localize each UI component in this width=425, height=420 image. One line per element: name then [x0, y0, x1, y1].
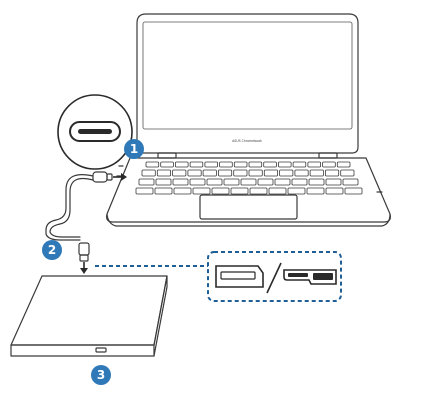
keyboard-key — [309, 169, 324, 177]
keyboard-key — [257, 178, 274, 186]
keyboard-key — [135, 187, 154, 195]
keyboard-key — [307, 161, 321, 168]
drive-front — [10, 344, 155, 357]
keyboard-key — [263, 169, 278, 177]
keyboard-key — [263, 161, 277, 168]
svg-text:3: 3 — [97, 368, 105, 382]
cable-wire-a — [45, 174, 94, 241]
keyboard-key — [230, 187, 249, 195]
callout-box — [207, 251, 342, 302]
laptop-base-front — [106, 213, 391, 227]
keyboard-key — [211, 187, 230, 195]
micro-usb-port-slot-a — [288, 273, 308, 277]
keyboard-key — [292, 161, 307, 168]
keyboard-key — [192, 187, 211, 195]
keyboard-key — [340, 169, 355, 177]
step-badge-1: 1 — [124, 139, 144, 159]
keyboard-key — [206, 178, 223, 186]
keyboard-key — [291, 178, 308, 186]
keyboard-key — [294, 169, 309, 177]
keyboard-key — [141, 169, 156, 177]
keyboard-key — [287, 187, 306, 195]
keyboard-key — [156, 169, 172, 177]
keyboard-key — [217, 169, 233, 177]
keyboard — [135, 161, 363, 195]
drive-eject-button — [95, 347, 107, 353]
keyboard-key — [324, 169, 340, 177]
keyboard-key — [274, 178, 291, 186]
hinge-left — [157, 152, 177, 159]
keyboard-key — [233, 169, 248, 177]
cable-connector-micro — [78, 242, 90, 256]
usb-a-port-tongue — [220, 271, 256, 280]
keyboard-key — [160, 161, 174, 168]
step-badge-3: 3 — [91, 365, 111, 385]
svg-text:2: 2 — [48, 243, 56, 257]
drive-top — [10, 275, 168, 346]
hinge-right — [318, 152, 338, 159]
keyboard-key — [233, 161, 248, 168]
keyboard-key — [145, 161, 160, 168]
keyboard-key — [279, 169, 294, 177]
keyboard-key — [325, 178, 342, 186]
usb-cable — [45, 171, 113, 262]
keyboard-key — [277, 161, 292, 168]
usb-c-port-tongue — [78, 129, 112, 134]
keyboard-key — [204, 161, 218, 168]
step-badge-2: 2 — [42, 240, 62, 260]
keyboard-key — [202, 169, 217, 177]
keyboard-key — [248, 161, 263, 168]
keyboard-key — [187, 169, 202, 177]
keyboard-key — [344, 187, 363, 195]
keyboard-key — [189, 161, 204, 168]
keyboard-key — [325, 187, 344, 195]
drive-side — [153, 275, 168, 357]
cable-connector-tip — [106, 173, 113, 181]
keyboard-key — [172, 169, 187, 177]
keyboard-key — [155, 178, 172, 186]
port-options-callout — [95, 251, 342, 302]
keyboard-key — [223, 178, 240, 186]
touchpad — [199, 194, 298, 220]
keyboard-key — [306, 187, 325, 195]
keyboard-key — [173, 187, 192, 195]
micro-usb-port-slot-b — [313, 273, 333, 280]
cable-connector-usb-c — [92, 171, 108, 183]
keyboard-key — [138, 178, 155, 186]
laptop: ASUS Chromebook — [106, 13, 391, 227]
keyboard-key — [336, 161, 351, 168]
keyboard-key — [219, 161, 233, 168]
brand-logo: ASUS Chromebook — [232, 139, 262, 143]
keyboard-key — [248, 169, 263, 177]
external-optical-drive — [10, 275, 168, 357]
cable-wire-b — [49, 177, 94, 238]
insert-arrow-drive — [80, 262, 88, 274]
svg-text:1: 1 — [130, 142, 138, 156]
keyboard-key — [189, 178, 206, 186]
laptop-lid — [136, 13, 359, 154]
keyboard-key — [268, 187, 287, 195]
keyboard-key — [322, 161, 336, 168]
port-separator-slash — [266, 262, 282, 294]
keyboard-key — [172, 178, 189, 186]
keyboard-key — [240, 178, 257, 186]
usb-c-zoom — [57, 94, 133, 170]
keyboard-key — [154, 187, 173, 195]
insert-arrow-laptop — [113, 173, 127, 181]
keyboard-key — [308, 178, 325, 186]
keyboard-key — [174, 161, 189, 168]
keyboard-key — [249, 187, 268, 195]
cable-connector-micro-tip — [79, 254, 89, 262]
laptop-screen — [142, 21, 353, 130]
keyboard-key — [342, 178, 359, 186]
